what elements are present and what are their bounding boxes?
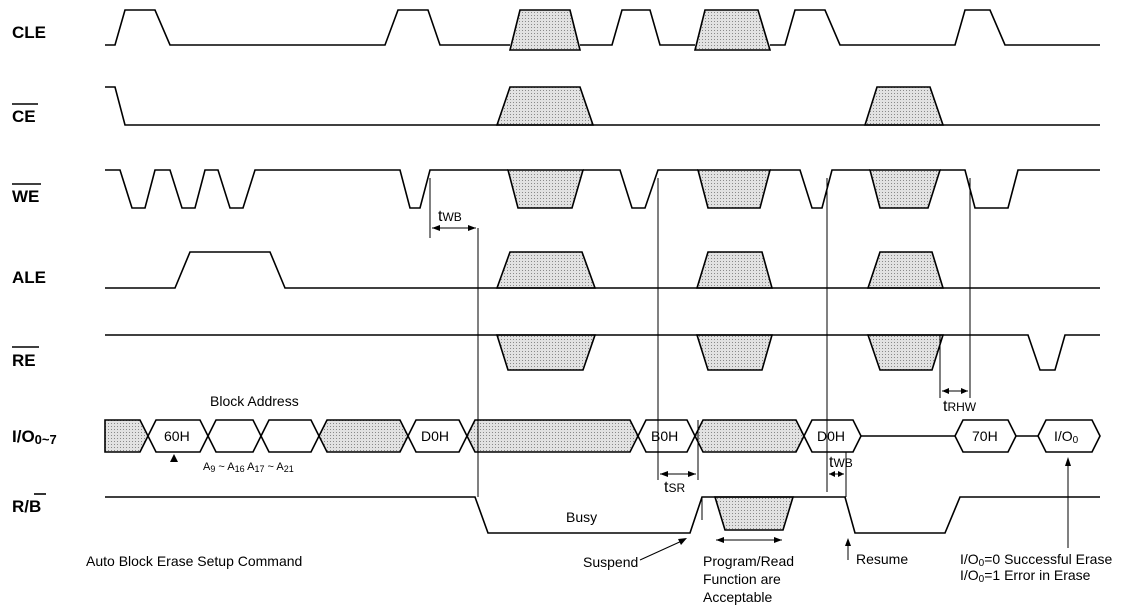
block-address-label: Block Address xyxy=(210,393,299,409)
trhw-label: tRHW xyxy=(943,398,977,415)
io-bus xyxy=(104,419,1101,453)
io-value-d0h-1: D0H xyxy=(421,428,449,444)
re-label: RE xyxy=(12,351,36,370)
twb-arrow-2 xyxy=(829,471,844,477)
program-read-label-2: Function are xyxy=(703,571,781,587)
program-read-window-arrow xyxy=(716,537,782,543)
io-cycle-addr2 xyxy=(260,419,320,453)
twb-label-1: tWB xyxy=(438,208,462,225)
we-waveform xyxy=(105,169,1100,209)
error-erase-label: I/O0=1 Error in Erase xyxy=(960,567,1091,585)
twb-label-2: tWB xyxy=(829,454,853,471)
resume-label: Resume xyxy=(856,551,908,567)
program-read-label-1: Program/Read xyxy=(703,553,794,569)
program-read-label-3: Acceptable xyxy=(703,589,772,605)
cle-waveform xyxy=(105,9,1100,51)
io-value-70h: 70H xyxy=(972,428,998,444)
io-value-status: I/O0 xyxy=(1054,428,1079,446)
we-label: WE xyxy=(12,187,39,206)
io-cycle-status xyxy=(1037,419,1101,453)
cle-label: CLE xyxy=(12,23,46,42)
tsr-arrow xyxy=(660,471,696,477)
trhw-arrow xyxy=(942,388,968,394)
timing-reference-lines xyxy=(429,178,971,520)
busy-label: Busy xyxy=(566,509,597,525)
io-value-60h: 60H xyxy=(164,428,190,444)
ce-label: CE xyxy=(12,107,36,126)
address-bits-label: A9 ~ A16 A17 ~ A21 xyxy=(203,461,294,474)
rb-label: R/B xyxy=(12,497,41,516)
status-arrow xyxy=(1065,457,1071,548)
suspend-arrow xyxy=(639,538,687,561)
resume-arrow xyxy=(845,538,851,560)
ce-waveform xyxy=(105,86,1100,126)
address-pointer-arrow xyxy=(170,454,178,462)
io-cycle-addr1 xyxy=(207,419,262,453)
ale-label: ALE xyxy=(12,268,46,287)
re-waveform xyxy=(105,334,1100,371)
setup-command-label: Auto Block Erase Setup Command xyxy=(86,553,302,569)
twb-arrow-1 xyxy=(432,225,476,231)
rb-waveform xyxy=(105,496,1100,534)
ale-waveform xyxy=(105,251,1100,289)
tsr-label: tSR xyxy=(664,479,685,496)
io-value-d0h-2: D0H xyxy=(817,428,845,444)
suspend-label: Suspend xyxy=(583,554,638,570)
io-label: I/O0~7 xyxy=(12,427,57,447)
io-value-b0h: B0H xyxy=(651,428,678,444)
successful-erase-label: I/O0=0 Successful Erase xyxy=(960,551,1112,569)
